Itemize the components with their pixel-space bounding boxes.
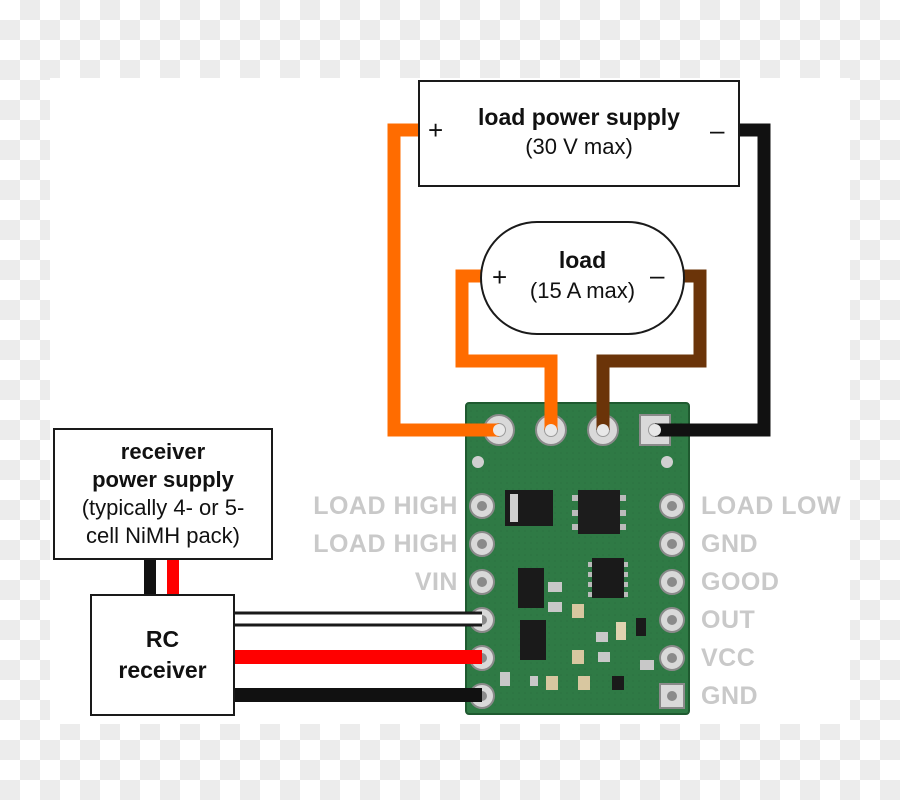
receiver-supply-line1: receiver xyxy=(120,439,206,464)
supply-plus-sign: + xyxy=(428,115,444,145)
pin-label-good: GOOD xyxy=(701,568,780,596)
pin-label-gnd-2: GND xyxy=(701,682,759,710)
supply-minus-sign: – xyxy=(710,115,725,145)
load-title: load xyxy=(558,246,607,273)
receiver-power-supply-box: receiver power supply (typically 4- or 5… xyxy=(53,428,273,560)
pcb-board xyxy=(465,402,690,715)
receiver-supply-line2: power supply xyxy=(92,467,234,492)
pin-label-load-low: LOAD LOW xyxy=(701,492,842,520)
pin-label-load-high-2: LOAD HIGH xyxy=(313,530,458,558)
rc-receiver-line2: receiver xyxy=(118,657,207,683)
wire-supply-negative xyxy=(655,123,771,437)
pin-label-load-high-1: LOAD HIGH xyxy=(313,492,458,520)
load-label: load (15 A max) xyxy=(481,222,684,334)
terminal-holes xyxy=(493,424,661,436)
pin-label-vin: VIN xyxy=(414,568,458,596)
wire-load-positive xyxy=(455,269,558,430)
load-power-supply-box: load power supply (30 V max) xyxy=(418,80,740,187)
wire-supply-positive xyxy=(387,123,499,437)
pin-label-out: OUT xyxy=(701,606,756,634)
load-power-supply-title: load power supply xyxy=(478,103,680,130)
mounting-holes xyxy=(472,456,673,468)
pin-label-vcc: VCC xyxy=(701,644,756,672)
load-plus-sign: + xyxy=(492,262,508,292)
right-header-pins xyxy=(659,493,685,709)
rc-receiver-box: RC receiver xyxy=(90,594,235,716)
wires xyxy=(144,123,771,702)
pcb-components xyxy=(500,490,654,690)
receiver-supply-line4: cell NiMH pack) xyxy=(85,523,241,548)
load-minus-sign: – xyxy=(650,260,665,290)
rc-receiver-line1: RC xyxy=(145,626,180,652)
load-rating: (15 A max) xyxy=(529,277,636,303)
load-oval xyxy=(480,221,685,335)
pin-label-gnd-1: GND xyxy=(701,530,759,558)
wire-load-negative xyxy=(596,269,707,430)
receiver-supply-line3: (typically 4- or 5- xyxy=(81,495,245,520)
load-power-supply-rating: (30 V max) xyxy=(525,133,633,159)
